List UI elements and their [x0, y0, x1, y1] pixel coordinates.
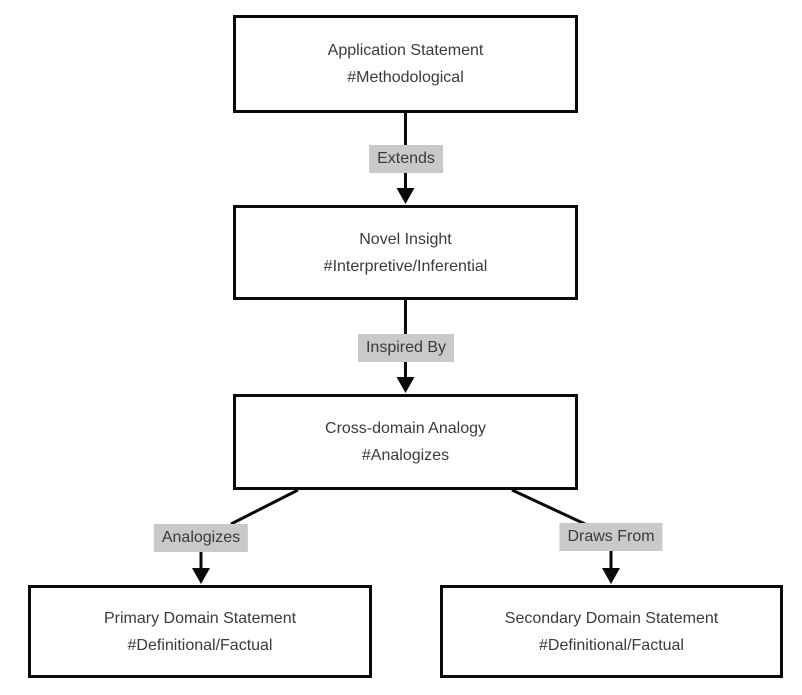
node-title: Novel Insight — [359, 230, 452, 248]
node-primary-domain-statement: Primary Domain Statement #Definitional/F… — [28, 585, 372, 678]
node-tag: #Definitional/Factual — [539, 636, 684, 654]
node-title: Secondary Domain Statement — [504, 609, 719, 627]
edge-label-analogizes: Analogizes — [153, 524, 249, 552]
edge-label-extends: Extends — [369, 145, 443, 173]
edge-inspired-arrowhead-icon — [396, 377, 415, 393]
node-application-statement: Application Statement #Methodological — [233, 15, 578, 113]
edge-analogizes-arrowhead-icon — [192, 568, 210, 584]
edge-label-inspired-by: Inspired By — [357, 334, 455, 362]
edge-extends-arrowhead-icon — [396, 188, 415, 204]
node-tag: #Analogizes — [361, 447, 450, 464]
edge-label-draws-from: Draws From — [559, 523, 663, 551]
node-tag: #Definitional/Factual — [127, 636, 273, 654]
node-title: Cross-domain Analogy — [325, 420, 486, 437]
node-tag: #Interpretive/Inferential — [323, 257, 488, 275]
node-novel-insight: Novel Insight #Interpretive/Inferential — [233, 205, 578, 300]
node-title: Application Statement — [327, 42, 484, 59]
node-tag: #Methodological — [347, 69, 464, 86]
node-cross-domain-analogy: Cross-domain Analogy #Analogizes — [233, 394, 578, 490]
node-secondary-domain-statement: Secondary Domain Statement #Definitional… — [440, 585, 783, 678]
edge-draws-arrowhead-icon — [602, 568, 620, 584]
edge-analogizes-diagonal-line — [230, 488, 299, 526]
edge-draws-diagonal-line — [511, 488, 586, 526]
node-title: Primary Domain Statement — [103, 609, 297, 627]
